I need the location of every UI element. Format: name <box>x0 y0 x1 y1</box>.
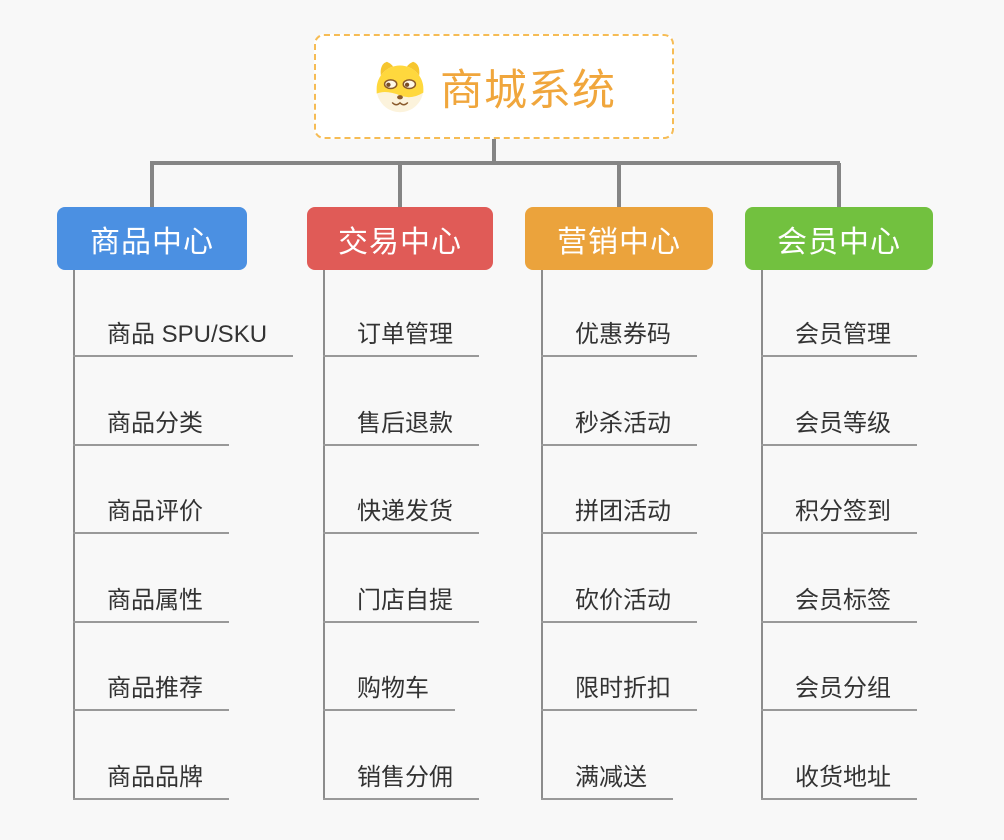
branch-node-1[interactable]: 交易中心 <box>307 207 493 270</box>
leaf-item[interactable]: 会员标签 <box>761 589 917 623</box>
leaf-item[interactable]: 商品 SPU/SKU <box>73 323 294 357</box>
root-node[interactable]: 商城系统 <box>314 34 674 139</box>
branch-node-3[interactable]: 会员中心 <box>745 207 933 270</box>
connector-branch-stub-0 <box>150 163 154 207</box>
leaf-item[interactable]: 收货地址 <box>761 766 917 800</box>
leaf-item[interactable]: 商品品牌 <box>73 766 229 800</box>
leaf-item[interactable]: 会员管理 <box>761 323 917 357</box>
branch-label-0: 商品中心 <box>90 225 214 259</box>
leaf-item[interactable]: 购物车 <box>323 677 455 711</box>
leaf-item[interactable]: 限时折扣 <box>541 677 697 711</box>
connector-branch-stub-3 <box>837 163 841 207</box>
leaf-item[interactable]: 秒杀活动 <box>541 412 697 446</box>
connector-root-stub <box>492 139 496 165</box>
connector-horizontal-rail <box>150 161 840 165</box>
leaf-item[interactable]: 订单管理 <box>323 323 479 357</box>
connector-branch-spine-0 <box>73 270 75 800</box>
branch-node-0[interactable]: 商品中心 <box>57 207 247 270</box>
leaf-item[interactable]: 砍价活动 <box>541 589 697 623</box>
leaf-item[interactable]: 门店自提 <box>323 589 479 623</box>
leaf-item[interactable]: 商品属性 <box>73 589 229 623</box>
leaf-item[interactable]: 商品推荐 <box>73 677 229 711</box>
branch-label-3: 会员中心 <box>777 225 901 259</box>
leaf-item[interactable]: 销售分佣 <box>323 766 479 800</box>
connector-branch-stub-1 <box>398 163 402 207</box>
leaf-item[interactable]: 快递发货 <box>323 500 479 534</box>
leaf-item[interactable]: 商品评价 <box>73 500 229 534</box>
root-title: 商城系统 <box>440 66 616 115</box>
branch-label-1: 交易中心 <box>338 225 462 259</box>
leaf-item[interactable]: 积分签到 <box>761 500 917 534</box>
connector-branch-spine-2 <box>541 270 543 800</box>
doge-icon <box>372 59 428 115</box>
connector-branch-stub-2 <box>617 163 621 207</box>
leaf-item[interactable]: 商品分类 <box>73 412 229 446</box>
leaf-item[interactable]: 会员等级 <box>761 412 917 446</box>
leaf-item[interactable]: 拼团活动 <box>541 500 697 534</box>
leaf-item[interactable]: 会员分组 <box>761 677 917 711</box>
connector-branch-spine-3 <box>761 270 763 800</box>
branch-node-2[interactable]: 营销中心 <box>525 207 713 270</box>
branch-label-2: 营销中心 <box>557 225 681 259</box>
connector-branch-spine-1 <box>323 270 325 800</box>
leaf-item[interactable]: 售后退款 <box>323 412 479 446</box>
leaf-item[interactable]: 优惠券码 <box>541 323 697 357</box>
leaf-item[interactable]: 满减送 <box>541 766 673 800</box>
